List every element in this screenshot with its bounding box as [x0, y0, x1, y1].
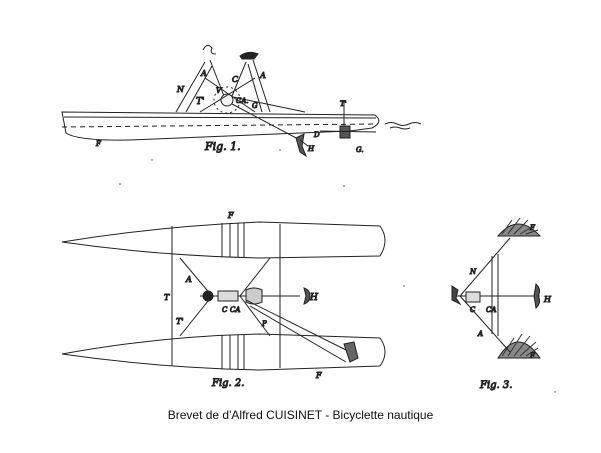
fig1-label-g2: G.	[356, 146, 364, 154]
fig2-label-f1: F	[227, 211, 234, 220]
fig2-label-c: C	[222, 306, 228, 314]
fig1-label-n: N	[176, 85, 185, 94]
fig3-label-f2: F	[529, 352, 536, 360]
fig1-pedal-orbit	[213, 86, 241, 114]
fig1-label-f: F	[95, 140, 102, 148]
fig1-frame-right	[252, 59, 271, 113]
fig2-plan-view: F F A T H T' C CA P Fig. 2.	[61, 211, 386, 390]
fig2-rudder-line	[245, 299, 351, 353]
fig1-label-t: T'	[196, 97, 204, 107]
fig1-label-g: G	[252, 102, 258, 110]
fig3-crank-housing	[465, 291, 481, 303]
fig3-end-view: F F N C CA H A Fig. 3.	[451, 217, 553, 392]
fig1-label-c: C	[232, 75, 238, 84]
fig1-propeller-shaft	[299, 139, 309, 147]
fig2-propeller	[303, 287, 311, 305]
fig2-label-a: A	[185, 275, 192, 284]
fig1-water-ripples	[384, 122, 422, 130]
fig1-cross-brace-2	[204, 77, 256, 113]
fig3-frame-upper	[459, 237, 511, 297]
fig1-propeller	[295, 133, 308, 158]
fig2-label-h: H	[309, 293, 318, 303]
fig1-hull-deck-line	[63, 116, 377, 119]
fig2-rudder-line-2	[249, 305, 347, 363]
fig1-cross-brace	[199, 77, 256, 113]
fig2-crank-housing	[217, 290, 239, 302]
fig1-side-view: N A C A T' V CA. G T' F D H G. Fig. 1.	[61, 44, 422, 158]
fig2-front-hub	[202, 290, 214, 302]
fig1-label-tp: T'	[340, 100, 347, 108]
fig1-stern-line	[319, 130, 377, 133]
fig2-label-tp: T'	[176, 317, 184, 326]
fig2-saddle	[245, 287, 263, 305]
fig1-head-tube	[209, 59, 225, 97]
fig1-float-hull	[61, 111, 380, 141]
fig3-frame-lower	[459, 295, 511, 353]
fig1-label-h: H	[307, 145, 315, 153]
fig1-waterline	[61, 123, 376, 128]
scan-specks	[119, 149, 556, 393]
fig1-label-a: A	[200, 69, 207, 78]
fig2-label-f2: F	[315, 371, 322, 380]
fig1-label-d: D	[313, 131, 320, 139]
caption: Brevet de d'Alfred CUISINET - Bicyclette…	[167, 408, 434, 422]
fig3-handlebar	[451, 285, 462, 306]
fig1-frame-right-2	[247, 63, 263, 113]
fig2-lower-float	[61, 333, 386, 371]
fig3-label-n: N	[469, 268, 477, 276]
fig1-frame-left-2	[185, 65, 213, 113]
fig2-rudder	[343, 341, 359, 363]
fig3-upper-float-hatch	[501, 217, 539, 235]
fig3-label-a: A	[477, 330, 483, 338]
fig2-upper-float	[61, 221, 386, 259]
fig3-propeller	[533, 282, 541, 310]
fig3-lower-float-hatch	[501, 333, 539, 357]
fig3-title: Fig. 3.	[479, 380, 512, 391]
fig1-label-ca: CA.	[236, 97, 249, 105]
fig1-frame-left	[175, 61, 206, 113]
fig3-label-h: H	[543, 295, 552, 304]
fig1-saddle	[239, 51, 259, 60]
fig1-title: Fig. 1.	[204, 140, 241, 153]
fig2-label-ca: CA	[230, 306, 240, 314]
fig2-title: Fig. 2.	[211, 378, 244, 389]
fig1-handlebar	[202, 44, 217, 55]
fig2-label-t: T	[164, 293, 170, 302]
fig1-label-v: V	[216, 87, 222, 95]
fig1-rudder	[339, 125, 351, 139]
fig3-label-ca: CA	[486, 306, 496, 314]
fig3-label-f1: F	[529, 224, 536, 232]
fig1-label-a2: A	[259, 71, 266, 80]
fig2-label-p: P	[261, 320, 267, 328]
fig3-label-c: C	[470, 306, 476, 314]
fig1-chain-upper	[232, 96, 306, 113]
fig1-drive-shaft	[231, 103, 301, 141]
